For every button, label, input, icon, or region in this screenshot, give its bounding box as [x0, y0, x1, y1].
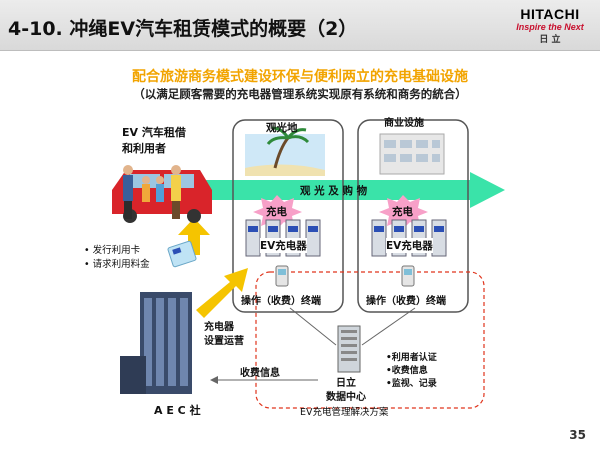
logo-brand: HITACHI	[520, 6, 580, 22]
user-label-line2: 和利用者	[122, 142, 166, 155]
solution-boundary	[255, 271, 485, 409]
charge-label-1: 充电	[266, 206, 287, 218]
band-label: 观 光 及 购 物	[300, 185, 368, 197]
logo-cn: 日 立	[539, 35, 561, 45]
ev-charger-label-1: EV充电器	[260, 238, 307, 253]
aec-name: A E C 社	[154, 404, 201, 417]
site-name-commercial: 商业设施	[384, 118, 424, 129]
user-bullet-1: • 发行利用卡	[84, 245, 141, 256]
user-label-line1: EV 汽车租借	[122, 126, 186, 139]
diagonal-arrow	[196, 268, 248, 318]
subtitle-note: （以满足顾客需要的充电器管理系统实现原有系统和商务的統合）	[133, 87, 467, 101]
site-box-tourism	[232, 119, 344, 313]
datacenter-bullet-3: •监视、记录	[386, 379, 437, 389]
fee-info-label: 收费信息	[240, 368, 280, 379]
datacenter-building-icon	[337, 325, 361, 373]
terminal-label-2: 操作（收费）终端	[366, 296, 446, 307]
beach-picture-icon	[245, 126, 325, 176]
header-bar: 4-10. 冲绳EV汽车租赁模式的概要（2） HITACHI Inspire t…	[0, 0, 600, 51]
site-box-commercial	[357, 119, 469, 313]
commercial-building-icon	[379, 133, 445, 175]
charge-label-2: 充电	[392, 206, 413, 218]
datacenter-label-1: 日立	[336, 378, 356, 389]
rental-car-family-icon	[112, 165, 212, 223]
datacenter-bullet-1: •利用者认证	[386, 353, 437, 363]
solution-label: EV充电管理解决方案	[300, 407, 389, 418]
aec-arrow-label-2: 设置运营	[204, 336, 244, 347]
up-arrow	[178, 218, 210, 255]
hitachi-logo: HITACHI Inspire the Next 日 立	[508, 6, 592, 45]
user-card-icon	[167, 240, 197, 268]
aec-arrow-label-1: 充电器	[204, 322, 234, 333]
slide-title: 4-10. 冲绳EV汽车租赁模式的概要（2）	[8, 18, 358, 40]
datacenter-label-2: 数据中心	[326, 392, 366, 403]
site-name-tourism: 观光地	[266, 122, 298, 134]
aec-building-icon	[120, 292, 192, 394]
page-number: 35	[569, 428, 586, 442]
logo-tagline: Inspire the Next	[516, 22, 584, 32]
user-bullet-2: • 请求利用料金	[84, 259, 150, 270]
terminal-label-1: 操作（收费）终端	[241, 296, 321, 307]
subtitle: 配合旅游商务模式建设环保与便利两立的充电基础设施	[132, 69, 468, 85]
ev-charger-label-2: EV充电器	[386, 238, 433, 253]
datacenter-bullet-2: •收费信息	[386, 366, 428, 376]
